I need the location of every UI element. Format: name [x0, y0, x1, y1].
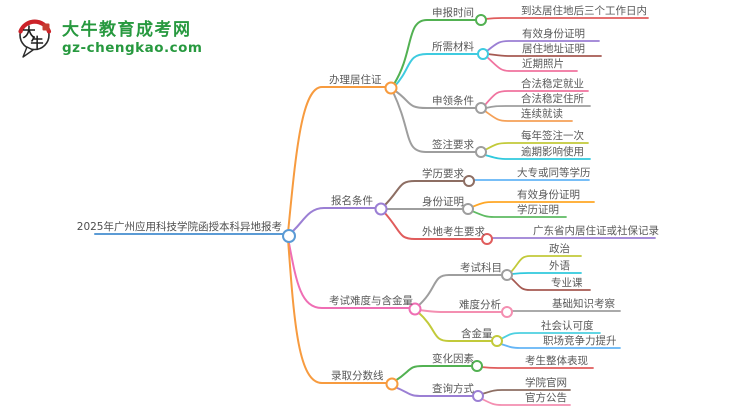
node-handle[interactable] — [384, 81, 398, 95]
connector-line — [417, 274, 504, 307]
site-title: 大牛教育成考网 — [62, 20, 192, 40]
connector-line — [383, 180, 466, 207]
subtopic-query-methods[interactable]: 查询方式 — [432, 383, 474, 395]
leaf-annual-endorsement[interactable]: 每年签注一次 — [521, 130, 584, 142]
leaf-application-deadline[interactable]: 到达居住地后三个工作日内 — [521, 5, 647, 17]
connector-line — [484, 110, 573, 122]
node-handle[interactable] — [501, 269, 513, 281]
connector-line — [484, 154, 591, 160]
connector-line — [393, 53, 480, 88]
leaf-foreign-language[interactable]: 外语 — [549, 260, 570, 272]
node-handle[interactable] — [282, 229, 296, 243]
leaf-valid-id-2[interactable]: 有效身份证明 — [517, 189, 580, 201]
leaf-continuous-study[interactable]: 连续就读 — [521, 108, 563, 120]
node-handle[interactable] — [408, 302, 422, 316]
branch-exam-difficulty-value[interactable]: 考试难度与含金量 — [329, 295, 413, 307]
leaf-official-announcement[interactable]: 官方公告 — [525, 392, 567, 404]
root-topic[interactable]: 2025年广州应用科技学院函授本科异地报考 — [76, 221, 282, 233]
node-handle[interactable] — [501, 306, 513, 318]
leaf-politics[interactable]: 政治 — [549, 243, 570, 255]
connector-line — [486, 56, 578, 72]
connector-line — [481, 398, 571, 406]
node-handle[interactable] — [472, 390, 484, 402]
connector-line — [484, 90, 589, 106]
connector-line — [393, 19, 478, 85]
connector-line — [480, 366, 594, 369]
connector-line — [287, 238, 389, 384]
node-handle[interactable] — [481, 233, 493, 245]
node-handle[interactable] — [475, 102, 487, 114]
subtopic-value[interactable]: 含金量 — [461, 328, 493, 340]
connector-line — [510, 277, 591, 291]
connector-line — [481, 389, 571, 395]
logo-text-block: 大牛教育成考网 gz-chengkao.com — [62, 20, 203, 56]
connector-line — [392, 91, 478, 153]
leaf-recent-photo[interactable]: 近期照片 — [522, 58, 564, 70]
connector-line — [287, 207, 378, 236]
connector-line — [394, 365, 474, 382]
connector-line — [287, 237, 412, 309]
connector-line — [511, 272, 582, 275]
connector-line — [471, 210, 567, 218]
node-handle[interactable] — [475, 14, 487, 26]
connector-line — [484, 142, 589, 151]
subtopic-difficulty-analysis[interactable]: 难度分析 — [459, 299, 501, 311]
subtopic-application-time[interactable]: 申报时间 — [432, 7, 474, 19]
connector-line — [393, 89, 478, 109]
leaf-stable-residence[interactable]: 合法稳定住所 — [521, 93, 584, 105]
connector-line — [485, 105, 591, 109]
leaf-basic-knowledge[interactable]: 基础知识考察 — [552, 298, 615, 310]
logo-char-da: 大 — [23, 25, 36, 41]
leaf-education-proof[interactable]: 学历证明 — [517, 204, 559, 216]
node-handle[interactable] — [471, 360, 483, 372]
subtopic-exam-subjects[interactable]: 考试科目 — [460, 262, 502, 274]
subtopic-change-factors[interactable]: 变化因素 — [432, 353, 474, 365]
leaf-major-course[interactable]: 专业课 — [551, 277, 583, 289]
subtopic-endorsement-requirements[interactable]: 签注要求 — [432, 139, 474, 151]
branch-registration-conditions[interactable]: 报名条件 — [331, 195, 373, 207]
connector-line — [418, 309, 504, 313]
connector-line — [510, 255, 582, 273]
branch-residence-permit[interactable]: 办理居住证 — [329, 74, 382, 86]
connector-line — [394, 386, 475, 397]
node-handle[interactable] — [477, 48, 489, 60]
daniu-bubble-icon: 大 牛 — [18, 19, 52, 58]
leaf-address-proof[interactable]: 居住地址证明 — [522, 43, 585, 55]
leaf-candidate-performance[interactable]: 考生整体表现 — [525, 355, 588, 367]
connector-line — [471, 201, 595, 208]
leaf-gd-residence-or-social-security[interactable]: 广东省内居住证或社保记录 — [533, 225, 659, 237]
connector-line — [383, 211, 484, 240]
connector-line — [484, 17, 649, 20]
subtopic-required-materials[interactable]: 所需材料 — [432, 41, 474, 53]
leaf-overdue-effect[interactable]: 逾期影响使用 — [521, 146, 584, 158]
connector-line — [486, 40, 600, 52]
subtopic-application-conditions[interactable]: 申领条件 — [432, 95, 474, 107]
subtopic-education-requirement[interactable]: 学历要求 — [422, 168, 464, 180]
logo-char-niu: 牛 — [31, 35, 44, 51]
connector-line — [500, 332, 601, 340]
leaf-valid-id[interactable]: 有效身份证明 — [522, 28, 585, 40]
connector-line — [500, 343, 621, 349]
node-handle[interactable] — [385, 377, 399, 391]
connector-line — [487, 53, 602, 57]
node-handle[interactable] — [491, 335, 503, 347]
leaf-career-competitiveness[interactable]: 职场竞争力提升 — [543, 335, 617, 347]
connector-line — [417, 311, 494, 342]
site-logo[interactable]: 大 牛 大牛教育成考网 gz-chengkao.com — [16, 14, 203, 62]
node-handle[interactable] — [462, 203, 474, 215]
node-handle[interactable] — [475, 146, 487, 158]
subtopic-nonlocal-requirements[interactable]: 外地考生要求 — [422, 226, 485, 238]
connector-line — [287, 86, 388, 234]
leaf-social-recognition[interactable]: 社会认可度 — [541, 320, 594, 332]
node-handle[interactable] — [463, 175, 475, 187]
leaf-stable-employment[interactable]: 合法稳定就业 — [521, 78, 584, 90]
leaf-college-website[interactable]: 学院官网 — [525, 377, 567, 389]
site-url: gz-chengkao.com — [62, 40, 203, 56]
branch-admission-score-line[interactable]: 录取分数线 — [331, 370, 384, 382]
leaf-college-degree[interactable]: 大专或同等学历 — [517, 167, 591, 179]
subtopic-identity-proof[interactable]: 身份证明 — [422, 196, 464, 208]
node-handle[interactable] — [374, 202, 388, 216]
